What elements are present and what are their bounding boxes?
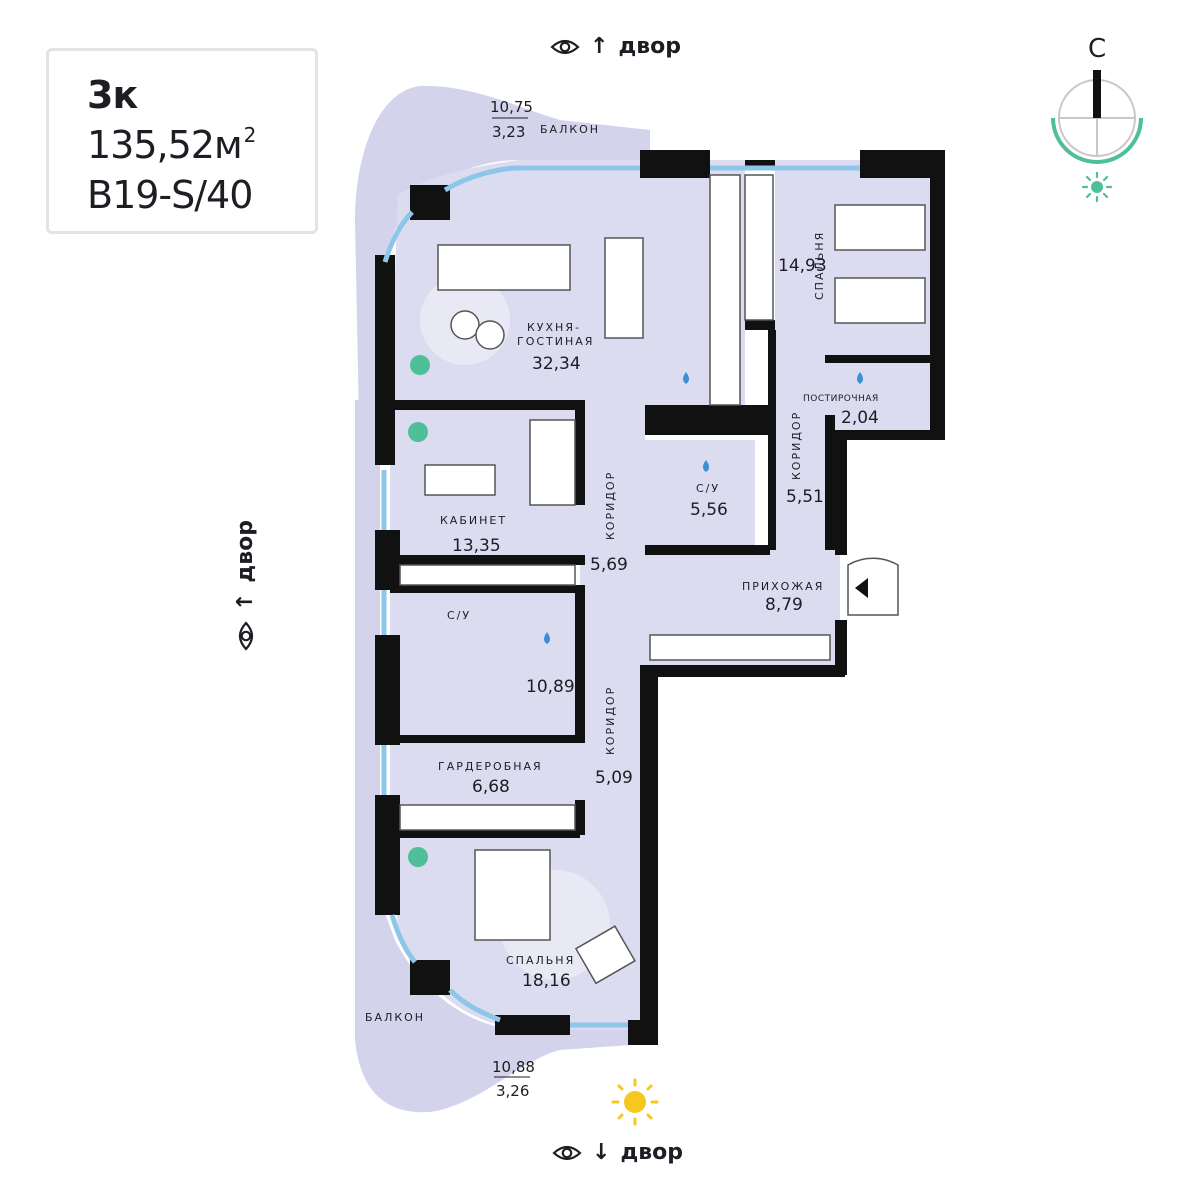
corridor-center-name: КОРИДОР: [604, 471, 617, 540]
view-label-bottom: ↓ двор: [552, 1140, 683, 1165]
wardrobe-area: 6,68: [472, 777, 510, 797]
view-label-left: ↑ двор: [233, 520, 258, 651]
kitchen-name-line1: КУХНЯ-: [527, 321, 581, 334]
entrance-arrow-icon: [847, 557, 899, 616]
hall-area: 8,79: [765, 595, 803, 615]
corridor-east-area: 5,51: [786, 487, 824, 507]
total-area-value: 135,52м: [87, 123, 243, 167]
bedroom-ne-name: СПАЛЬНЯ: [813, 231, 826, 300]
bed-south: [474, 849, 636, 985]
plant-icon: [408, 355, 430, 867]
bedroom-south-name: СПАЛЬНЯ: [506, 954, 575, 967]
laundry-area: 2,04: [841, 408, 879, 428]
bath-east-area: 5,56: [690, 500, 728, 520]
area-unit-superscript: 2: [243, 123, 257, 147]
bathroom-east: [645, 440, 755, 550]
corridor-center-area: 5,69: [590, 555, 628, 575]
bath-west-name: С/У: [447, 609, 471, 622]
eye-icon: [238, 621, 253, 651]
corridor-south-area: 5,09: [595, 768, 633, 788]
compass-icon: [1051, 70, 1143, 203]
view-label-top: ↑ двор: [550, 34, 681, 59]
bedroom-ne-area: 14,93: [778, 256, 827, 276]
bathroom-west: [390, 590, 580, 740]
balcony-top-name: БАЛКОН: [540, 123, 600, 136]
wardrobe-name: ГАРДЕРОБНАЯ: [438, 760, 543, 773]
bath-west-area: 10,89: [526, 677, 575, 697]
arrow-down-icon: ↓: [592, 1140, 611, 1165]
view-bottom-text: двор: [620, 1140, 683, 1165]
bath-east-name: С/У: [696, 482, 720, 495]
balcony-top-area1: 10,75: [490, 98, 533, 116]
windows: [381, 165, 860, 1028]
water-drop-icon: [544, 372, 863, 644]
eye-icon: [550, 39, 580, 54]
sun-icon: [1081, 171, 1113, 203]
bedroom-south-area: 18,16: [522, 971, 571, 991]
walls: [375, 150, 945, 1045]
kitchen-name-line2: ГОСТИНАЯ: [517, 335, 594, 348]
study-furniture: [399, 419, 831, 831]
arrow-up-icon: ↑: [590, 34, 609, 59]
balcony-bottom: [355, 900, 630, 1113]
laundry-name: ПОСТИРОЧНАЯ: [803, 394, 879, 404]
kitchen-area: 32,34: [532, 354, 581, 374]
corridor-east-name: КОРИДОР: [790, 411, 803, 480]
corridor-center: [580, 405, 645, 685]
sun-icon: [611, 1078, 659, 1126]
view-top-text: двор: [618, 34, 681, 59]
study-area: 13,35: [452, 536, 501, 556]
kitchen-furniture: [420, 174, 774, 406]
study-name: КАБИНЕТ: [440, 514, 507, 527]
apartment-code: B19-S/40: [87, 173, 253, 217]
balcony-bottom-area2: 3,26: [496, 1082, 529, 1100]
hall-name: ПРИХОЖАЯ: [742, 580, 824, 593]
laundry-room: [835, 360, 935, 435]
eye-icon: [552, 1145, 582, 1160]
corridor-south-name: КОРИДОР: [604, 686, 617, 755]
beds-northeast: [834, 204, 926, 324]
balcony-left-strip: [355, 400, 380, 900]
balcony-top-area2: 3,23: [492, 123, 525, 141]
compass-north-label: С: [1088, 34, 1107, 64]
room-count: 3к: [87, 73, 138, 117]
balcony-bottom-area1: 10,88: [492, 1058, 535, 1076]
compass: С: [1045, 32, 1150, 207]
balcony-bottom-name: БАЛКОН: [365, 1011, 425, 1024]
